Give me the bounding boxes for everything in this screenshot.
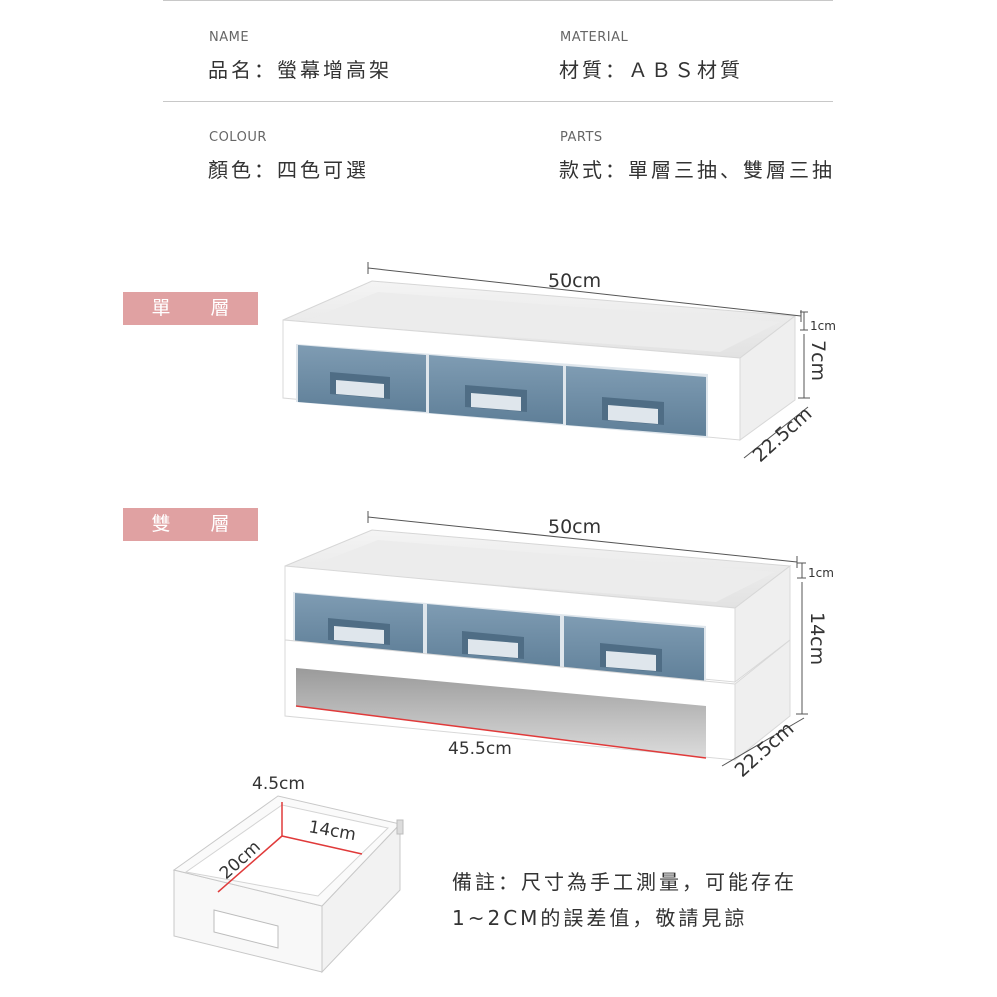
double-drawer-1 (295, 593, 423, 657)
double-width-label: 50cm (548, 516, 601, 538)
single-width-label: 50cm (548, 270, 601, 292)
double-height-label: 14cm (806, 612, 828, 665)
note-line-2: 1~2CM的誤差值，敬請見諒 (452, 906, 748, 930)
material-label-en: MATERIAL (560, 30, 629, 45)
double-drawer-3 (564, 616, 704, 684)
double-dimension-lines (367, 511, 808, 767)
single-drawer-2 (429, 355, 563, 424)
name-label-en: NAME (209, 30, 250, 45)
single-height-label: 7cm (807, 340, 829, 381)
parts-label-en: PARTS (560, 130, 603, 145)
double-layer-stand (284, 529, 792, 762)
name-value: 品名：螢幕增高架 (208, 58, 392, 82)
single-layer-stand (282, 280, 797, 441)
drawer-illustration (172, 795, 404, 974)
colour-label-en: COLOUR (209, 130, 267, 145)
middle-rule (163, 101, 833, 102)
double-layer-tag: 雙層 (123, 508, 258, 541)
single-dimension-lines (367, 262, 810, 459)
single-top-label: 1cm (810, 319, 836, 333)
material-value: 材質：ＡＢＳ材質 (559, 58, 743, 82)
top-rule (163, 0, 833, 1)
single-drawer-3 (566, 366, 706, 436)
double-inner-width-label: 45.5cm (448, 739, 512, 759)
single-layer-tag: 單層 (123, 292, 258, 325)
colour-value: 顏色：四色可選 (208, 158, 369, 182)
double-drawer-2 (427, 604, 560, 670)
parts-value: 款式：單層三抽、雙層三抽 (559, 158, 835, 182)
double-top-label: 1cm (808, 566, 834, 580)
drawer-height-label: 4.5cm (252, 774, 305, 794)
note-line-1: 備註：尺寸為手工測量，可能存在 (452, 870, 797, 894)
single-drawer-1 (298, 345, 426, 412)
